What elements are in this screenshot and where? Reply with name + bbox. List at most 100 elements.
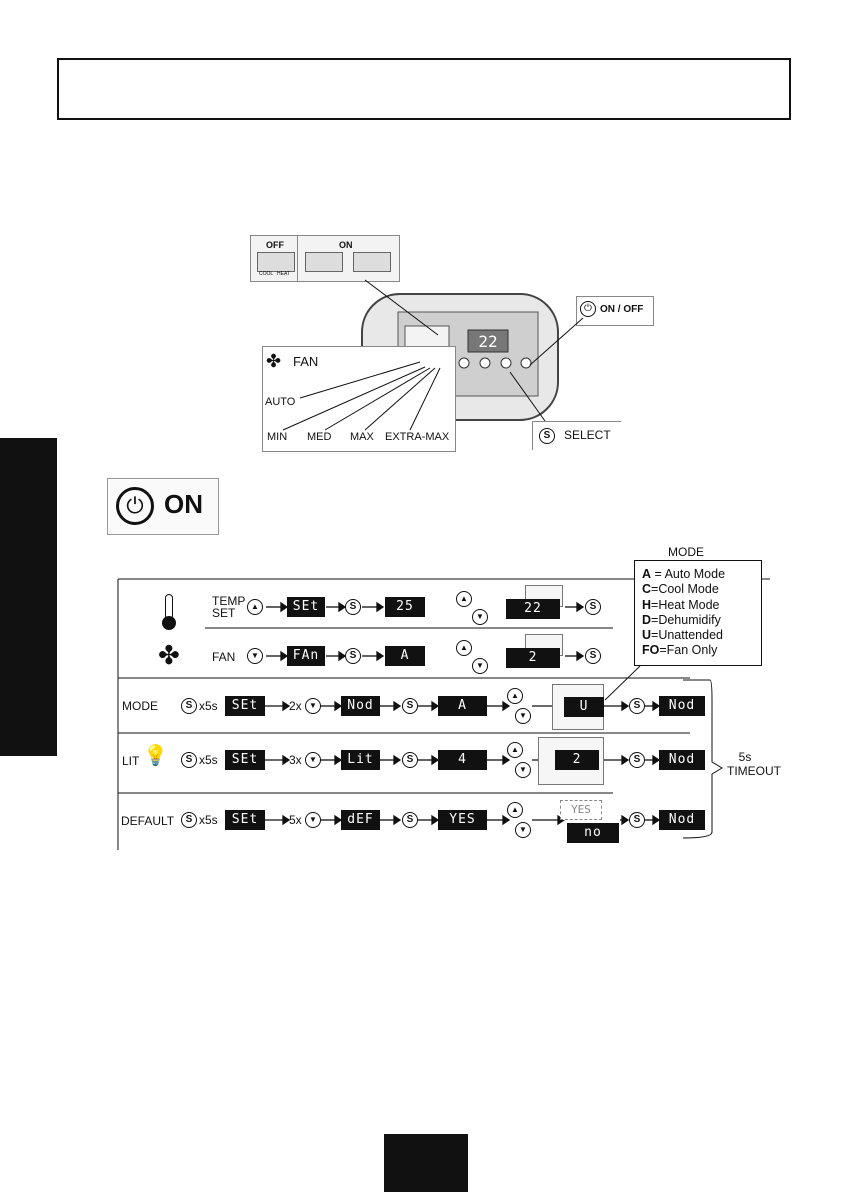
down-button-icon: ▼ bbox=[515, 708, 531, 724]
select-button-icon: S bbox=[629, 752, 645, 768]
fan-speed-min: MIN bbox=[267, 431, 288, 443]
indicator-legend: OFF ON COOL HEAT bbox=[250, 235, 400, 282]
on-badge: ⏻ ON bbox=[107, 478, 219, 535]
up-button-icon: ▲ bbox=[507, 742, 523, 758]
press-count: 2x bbox=[289, 699, 302, 713]
select-icon: S bbox=[539, 428, 555, 444]
display-set: SEt bbox=[225, 810, 265, 830]
display-value: 4 bbox=[438, 750, 487, 770]
display-set: SEt bbox=[225, 696, 265, 716]
display-value: no bbox=[567, 823, 619, 843]
timeout-label: 5s TIMEOUT bbox=[727, 750, 781, 778]
display-mode: Nod bbox=[659, 750, 705, 770]
select-button-icon: S bbox=[345, 599, 361, 615]
display-default: dEF bbox=[341, 810, 380, 830]
legend-title: MODE bbox=[668, 545, 704, 559]
fan-speed-extra-max: EXTRA-MAX bbox=[385, 431, 450, 443]
select-button-icon: S bbox=[402, 752, 418, 768]
select-button-icon: S bbox=[345, 648, 361, 664]
display-mode: Nod bbox=[659, 810, 705, 830]
display-fan: FAn bbox=[287, 646, 325, 666]
down-button-icon: ▼ bbox=[305, 752, 321, 768]
select-button-icon: S bbox=[181, 752, 197, 768]
led-on-heat bbox=[353, 252, 391, 272]
legend-item: H=Heat Mode bbox=[642, 597, 720, 612]
display-alt: YES bbox=[560, 800, 602, 820]
up-button-icon: ▲ bbox=[507, 688, 523, 704]
display-value: YES bbox=[438, 810, 487, 830]
display-value: A bbox=[438, 696, 487, 716]
off-label: OFF bbox=[266, 240, 284, 250]
mode-row-label: MODE bbox=[122, 699, 158, 713]
hold-duration: x5s bbox=[199, 813, 218, 827]
fan-row-label: FAN bbox=[212, 650, 236, 664]
fan-callout bbox=[262, 346, 456, 452]
fan-icon: ✤ bbox=[158, 640, 180, 670]
legend-item: U=Unattended bbox=[642, 628, 723, 643]
select-callout bbox=[532, 421, 621, 450]
display-value: 25 bbox=[385, 597, 425, 617]
fan-speed-med: MED bbox=[307, 431, 332, 443]
up-button-icon: ▲ bbox=[456, 591, 472, 607]
select-button-icon: S bbox=[585, 599, 601, 615]
display-value: 2 bbox=[506, 648, 560, 668]
select-button-icon: S bbox=[181, 698, 197, 714]
down-button-icon: ▼ bbox=[472, 609, 488, 625]
fan-icon: ✤ bbox=[266, 351, 282, 371]
lit-row-label: LIT bbox=[122, 754, 140, 768]
fan-speed-max: MAX bbox=[350, 431, 374, 443]
light-bulb-icon: 💡 bbox=[143, 745, 168, 767]
up-button-icon: ▲ bbox=[247, 599, 263, 615]
flow-frame bbox=[117, 578, 770, 850]
on-off-label: ON / OFF bbox=[600, 304, 644, 315]
down-button-icon: ▼ bbox=[247, 648, 263, 664]
press-count: 3x bbox=[289, 753, 302, 767]
display-value: U bbox=[564, 697, 604, 717]
on-badge-label: ON bbox=[164, 489, 203, 519]
fan-label: FAN bbox=[293, 354, 319, 369]
up-button-icon: ▲ bbox=[456, 640, 472, 656]
callout-lines bbox=[282, 279, 584, 431]
heat-label: HEAT bbox=[277, 271, 290, 277]
select-button-icon: S bbox=[629, 698, 645, 714]
mode-legend: A = Auto Mode C=Cool Mode H=Heat Mode D=… bbox=[634, 560, 762, 666]
display-mode: Nod bbox=[659, 696, 705, 716]
down-button-icon: ▼ bbox=[305, 698, 321, 714]
select-label: SELECT bbox=[564, 428, 611, 442]
hold-duration: x5s bbox=[199, 753, 218, 767]
select-button-icon: S bbox=[181, 812, 197, 828]
legend-item: C=Cool Mode bbox=[642, 582, 719, 597]
down-button-icon: ▼ bbox=[515, 762, 531, 778]
legend-item: A = Auto Mode bbox=[642, 567, 726, 581]
display-mode: Nod bbox=[341, 696, 380, 716]
power-icon: ⏻ bbox=[580, 301, 596, 317]
on-label: ON bbox=[339, 240, 353, 250]
display-set: SEt bbox=[287, 597, 325, 617]
down-button-icon: ▼ bbox=[472, 658, 488, 674]
fan-speed-auto: AUTO bbox=[265, 396, 296, 408]
side-tab bbox=[0, 438, 57, 756]
svg-text:22: 22 bbox=[478, 332, 497, 351]
led-on-cool bbox=[305, 252, 343, 272]
legend-item: FO=Fan Only bbox=[642, 643, 718, 658]
led-off-pair bbox=[257, 252, 295, 272]
header-box bbox=[57, 58, 791, 120]
hold-duration: x5s bbox=[199, 699, 218, 713]
power-icon: ⏻ bbox=[116, 487, 154, 525]
display-lit: Lit bbox=[341, 750, 380, 770]
select-button-icon: S bbox=[402, 698, 418, 714]
temp-set-label: TEMP SET bbox=[212, 594, 246, 620]
display-value: 22 bbox=[506, 599, 560, 619]
display-set: SEt bbox=[225, 750, 265, 770]
page-number-tab bbox=[384, 1134, 468, 1192]
default-row-label: DEFAULT bbox=[121, 814, 175, 828]
down-button-icon: ▼ bbox=[515, 822, 531, 838]
cool-label: COOL bbox=[259, 271, 274, 277]
up-button-icon: ▲ bbox=[507, 802, 523, 818]
press-count: 5x bbox=[289, 813, 302, 827]
down-button-icon: ▼ bbox=[305, 812, 321, 828]
legend-item: D=Dehumidify bbox=[642, 612, 721, 627]
select-button-icon: S bbox=[629, 812, 645, 828]
select-button-icon: S bbox=[585, 648, 601, 664]
select-button-icon: S bbox=[402, 812, 418, 828]
